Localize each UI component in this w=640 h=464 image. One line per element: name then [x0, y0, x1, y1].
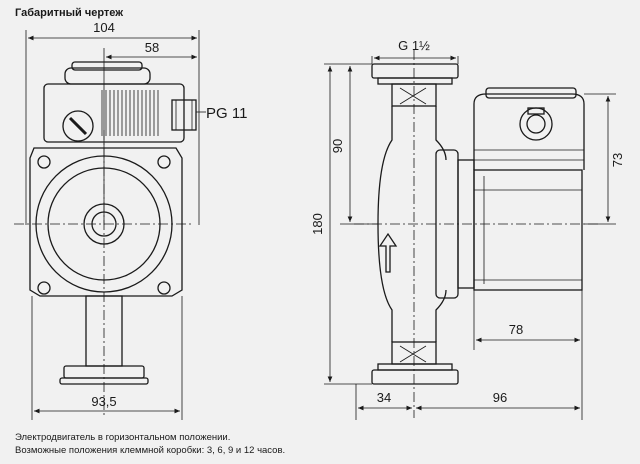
dim-front-base: 93,5 — [91, 394, 116, 409]
dim-height-upper: 90 — [330, 139, 345, 153]
front-view — [14, 30, 206, 420]
dim-motor-length: 78 — [509, 322, 523, 337]
drawing-title: Габаритный чертеж — [15, 7, 124, 19]
dim-depth: 96 — [493, 390, 507, 405]
dim-box-height: 73 — [610, 153, 625, 167]
note-line: Возможные положения клеммной коробки: 3,… — [15, 445, 286, 456]
notes: Электродвигатель в горизонтальном положе… — [15, 431, 285, 457]
dim-thread: G 1½ — [398, 38, 430, 53]
dim-height-total: 180 — [310, 213, 325, 235]
dim-cable-gland: PG 11 — [206, 105, 247, 122]
dim-flange-offset: 34 — [377, 390, 391, 405]
side-view — [324, 50, 616, 420]
note-line: Электродвигатель в горизонтальном положе… — [15, 432, 231, 443]
dim-front-half: 58 — [145, 40, 159, 55]
dim-front-width: 104 — [93, 20, 115, 35]
